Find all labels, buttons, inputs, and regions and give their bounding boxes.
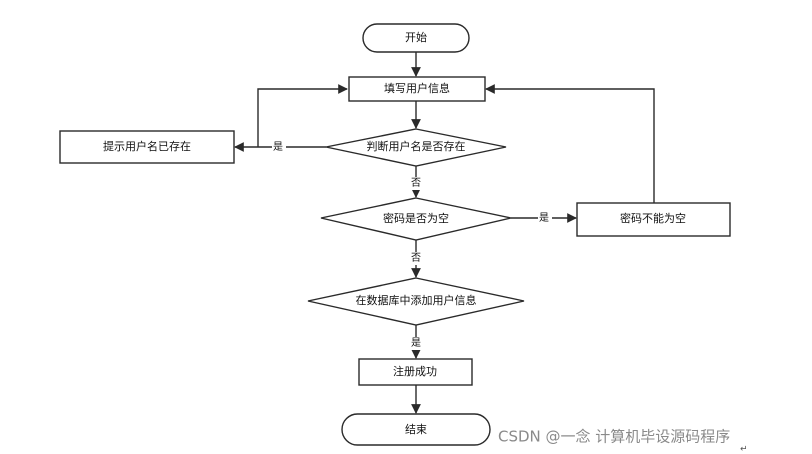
- paragraph-mark: ↵: [740, 445, 748, 454]
- end-label: 结束: [405, 423, 427, 436]
- check-username-label: 判断用户名是否存在: [367, 139, 466, 153]
- start-terminal: [362, 23, 470, 53]
- edge-labels: 是 否 是 否 是: [272, 141, 552, 350]
- password-empty-box: [576, 202, 731, 237]
- edge-empty-msg-back-to-fill: [485, 84, 655, 203]
- check-password-diamond: [320, 197, 512, 241]
- start-label: 开始: [405, 30, 427, 44]
- end-terminal: [341, 413, 491, 446]
- username-exists-box: [59, 130, 235, 164]
- db-yes-label: 是: [411, 337, 421, 349]
- register-success-label: 注册成功: [393, 364, 437, 378]
- node-labels: 开始 填写用户信息 判断用户名是否存在 提示用户名已存在 密码是否为空 密码不能…: [103, 30, 686, 436]
- register-success-box: [358, 358, 473, 386]
- username-exists-label: 提示用户名已存在: [103, 139, 191, 153]
- username-yes-label: 是: [273, 141, 283, 153]
- nodes: [59, 23, 731, 446]
- fill-info-label: 填写用户信息: [384, 81, 450, 95]
- password-no-label: 否: [411, 252, 421, 264]
- username-no-label: 否: [411, 177, 421, 189]
- password-yes-label: 是: [539, 212, 549, 224]
- add-db-label: 在数据库中添加用户信息: [356, 293, 477, 307]
- edge-exists-msg-back-to-fill: [257, 84, 348, 147]
- fill-info-box: [348, 76, 486, 102]
- check-password-label: 密码是否为空: [383, 211, 449, 225]
- check-username-diamond: [325, 128, 507, 167]
- add-db-diamond: [307, 277, 525, 326]
- password-empty-label: 密码不能为空: [620, 211, 686, 225]
- csdn-watermark: CSDN @一念 计算机毕设源码程序: [498, 428, 730, 446]
